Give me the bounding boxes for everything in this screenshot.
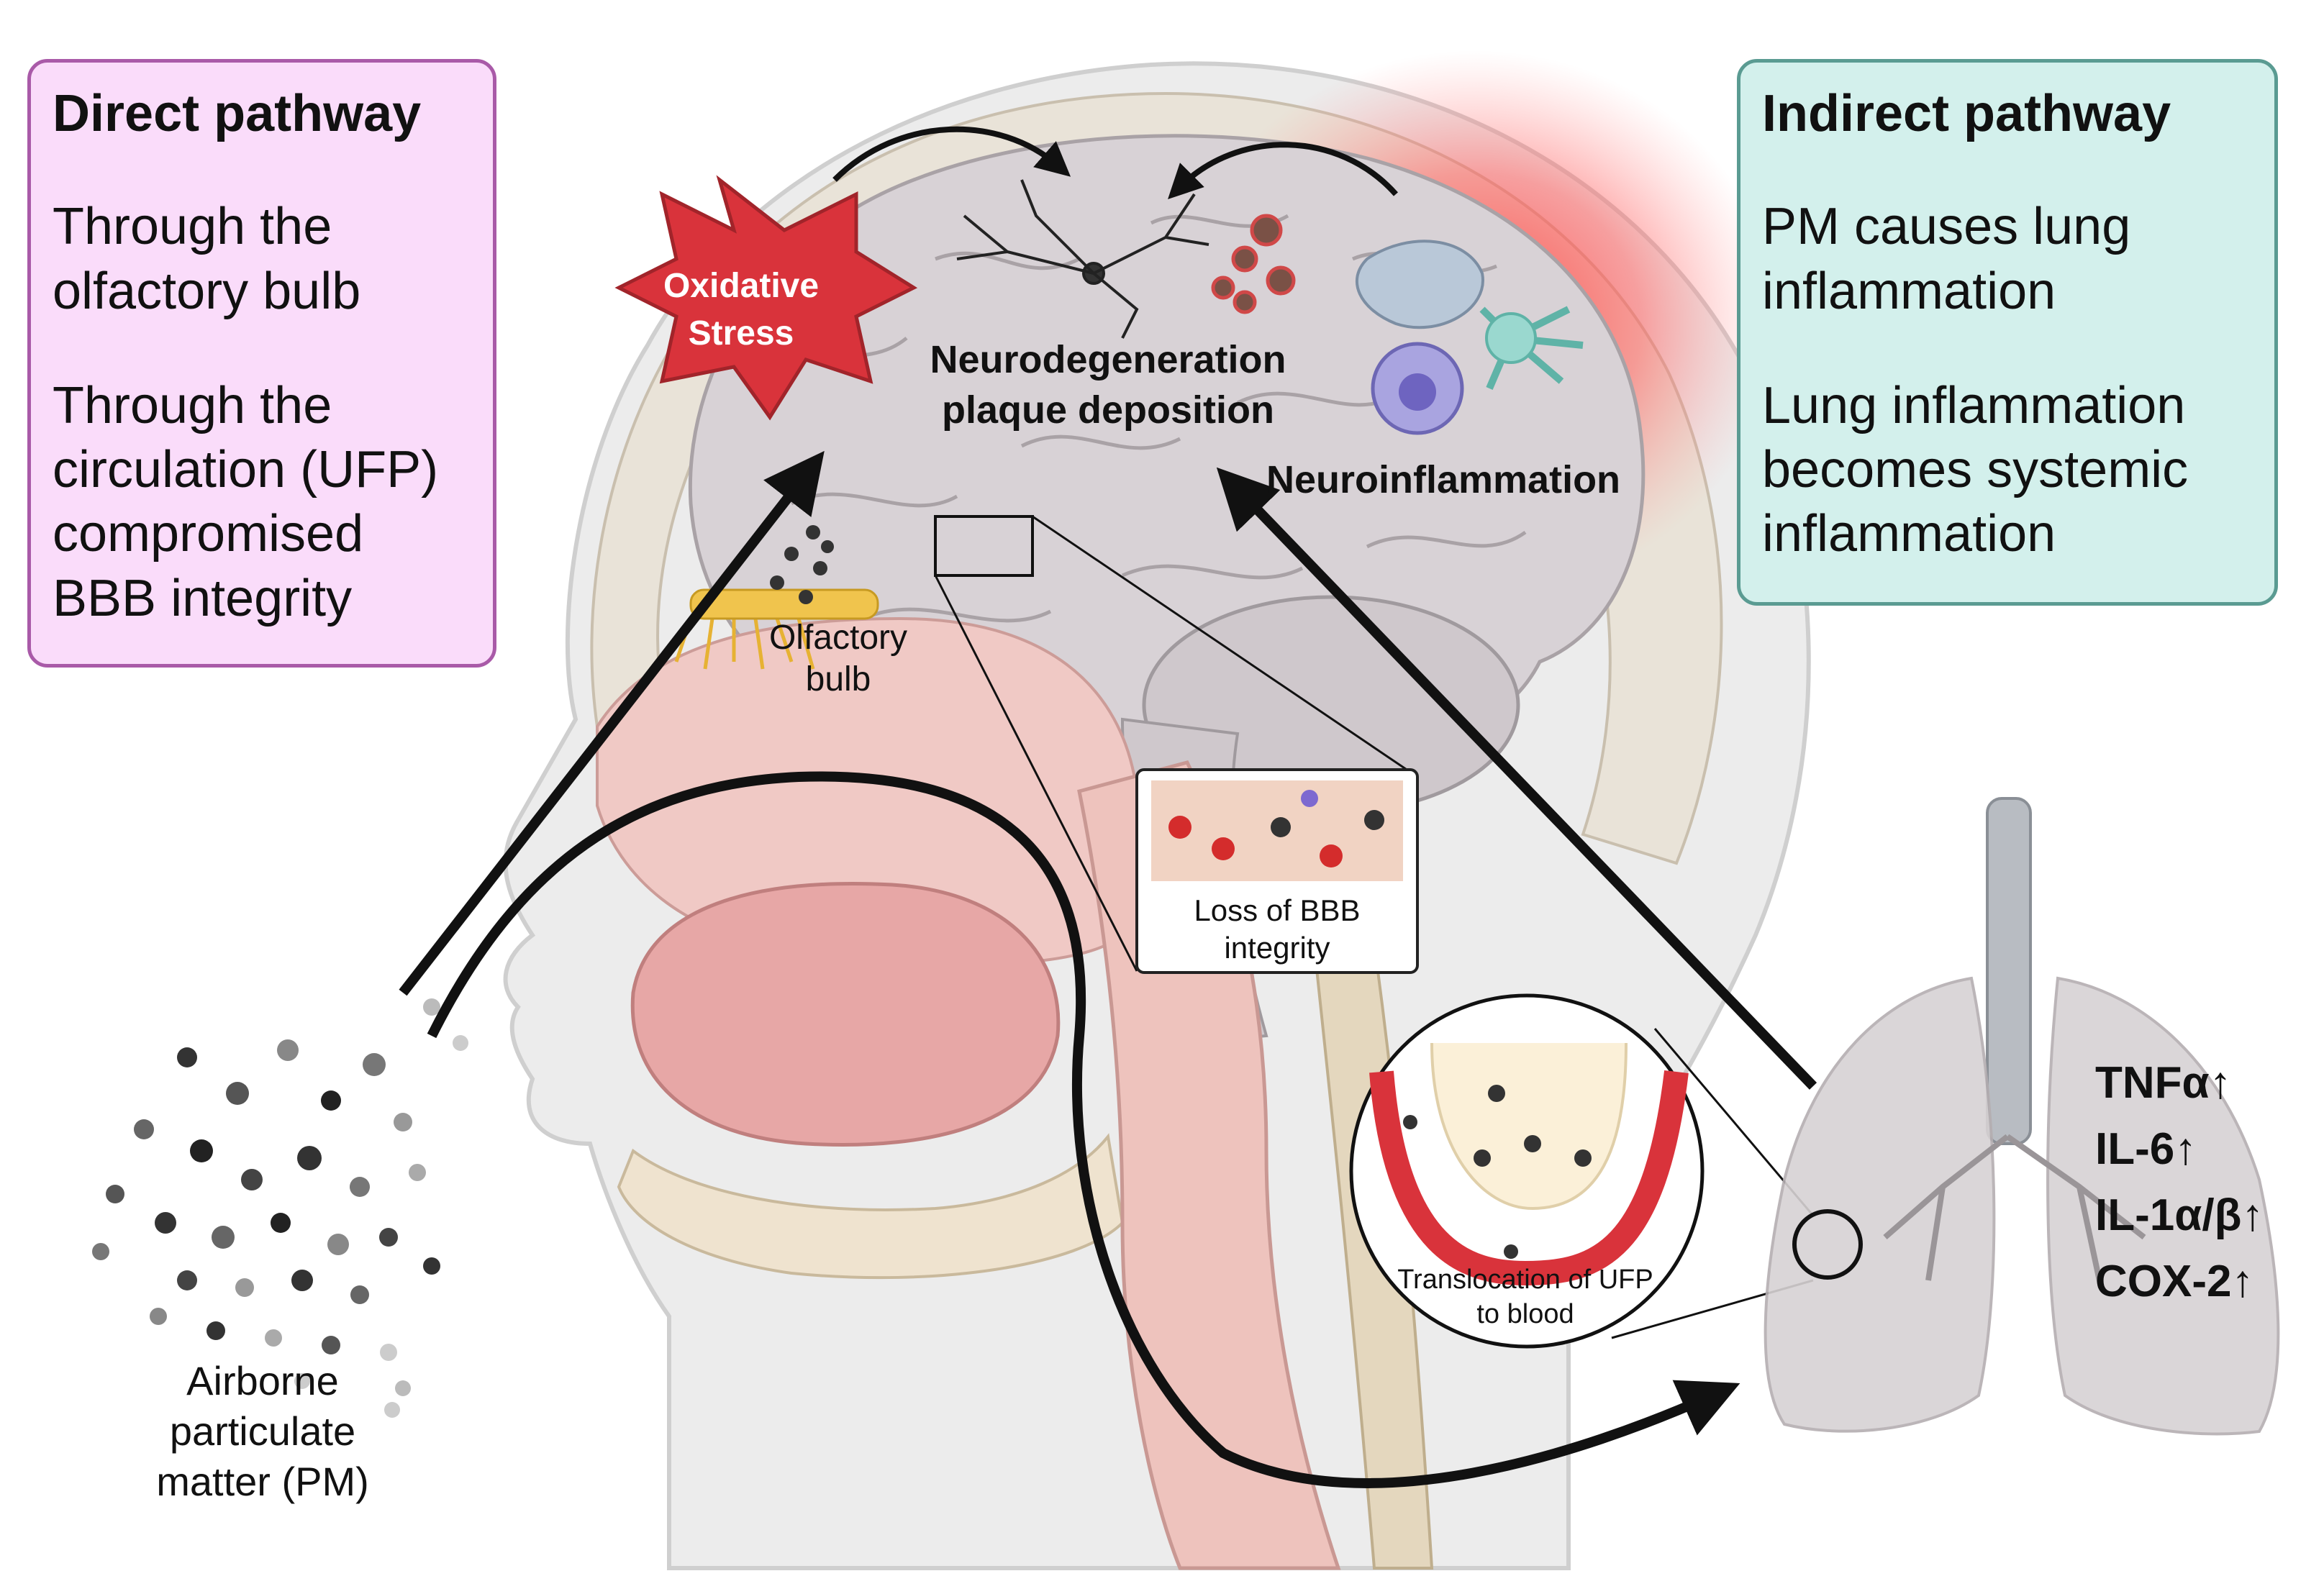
- glial-cell-gray: [1355, 240, 1484, 329]
- indirect-pathway-box: Indirect pathway PM causes lung inflamma…: [1737, 59, 2278, 606]
- cytokine-tnfa: TNFα↑: [2095, 1058, 2232, 1108]
- indirect-pathway-title: Indirect pathway: [1762, 85, 2171, 142]
- zoom-connector-2: [1032, 515, 1418, 778]
- amyloid-plaques: [1211, 214, 1296, 314]
- olfactory-bulb-shape: [689, 588, 879, 620]
- tongue: [630, 882, 1061, 1147]
- indirect-pathway-item-lung: PM causes lung inflammation: [1762, 198, 2131, 320]
- indirect-pathway-item-systemic: Lung inflammation becomes systemic infla…: [1762, 376, 2189, 563]
- olfactory-nerves: [674, 618, 815, 670]
- airborne-pm-label: Airborne particulate matter (PM): [156, 1358, 369, 1504]
- cytokine-il1: IL-1α/β↑: [2095, 1190, 2264, 1240]
- cytokine-cox2: COX-2↑: [2095, 1257, 2254, 1306]
- cytokine-list: TNFα↑ IL-6↑ IL-1α/β↑ COX-2↑: [2095, 1050, 2264, 1315]
- oxidative-stress-label: Oxidative Stress: [663, 267, 820, 352]
- bronchi: [1883, 1134, 2146, 1288]
- loss-bbb-label: Loss of BBB integrity: [1194, 893, 1361, 965]
- alveolus-sac: [1430, 1042, 1628, 1211]
- oxidative-stress-star: [614, 175, 918, 421]
- direct-pathway-item-olfactory: Through the olfactory bulb: [53, 198, 361, 320]
- direct-pathway-title: Direct pathway: [53, 85, 422, 142]
- lung-zoom-circle: [1792, 1209, 1863, 1280]
- neurodegeneration-label: Neurodegeneration plaque deposition: [930, 338, 1286, 432]
- pm-particles-olfactory: [770, 525, 834, 604]
- microglia-nucleus: [1399, 373, 1436, 411]
- bbb-inset-cells: [1168, 790, 1384, 867]
- left-lung: [1764, 976, 1996, 1433]
- arrow-oxidative-to-neuron: [832, 126, 1071, 182]
- direct-pathway-item-circulation: Through the circulation (UFP) compromise…: [53, 376, 439, 627]
- arrow-inhalation-to-lung: [427, 771, 1740, 1488]
- right-lung: [2046, 976, 2280, 1436]
- ufp-particles-inset: [1403, 1085, 1592, 1259]
- neuron-illustration: [956, 179, 1209, 339]
- zoom-region-box: [934, 515, 1034, 577]
- direct-pathway-box: Direct pathway Through the olfactory bul…: [27, 59, 496, 668]
- pm-particles: [92, 998, 468, 1418]
- translocation-label: Translocation of UFP to blood: [1397, 1265, 1653, 1329]
- olfactory-bulb-label: Olfactory bulb: [768, 619, 908, 698]
- arrow-inflammation-to-neuron: [1168, 142, 1398, 199]
- arrow-lung-to-brain: [1216, 467, 1817, 1090]
- alveolus-vessel: [1369, 1070, 1689, 1286]
- zoom-connector-1: [934, 575, 1138, 972]
- arrow-direct-olfactory: [399, 450, 825, 996]
- trachea: [1986, 797, 2032, 1145]
- cytokine-il6: IL-6↑: [2095, 1124, 2197, 1174]
- astrocyte-body: [1485, 312, 1537, 364]
- neuroinflammation-label: Neuroinflammation: [1266, 458, 1621, 501]
